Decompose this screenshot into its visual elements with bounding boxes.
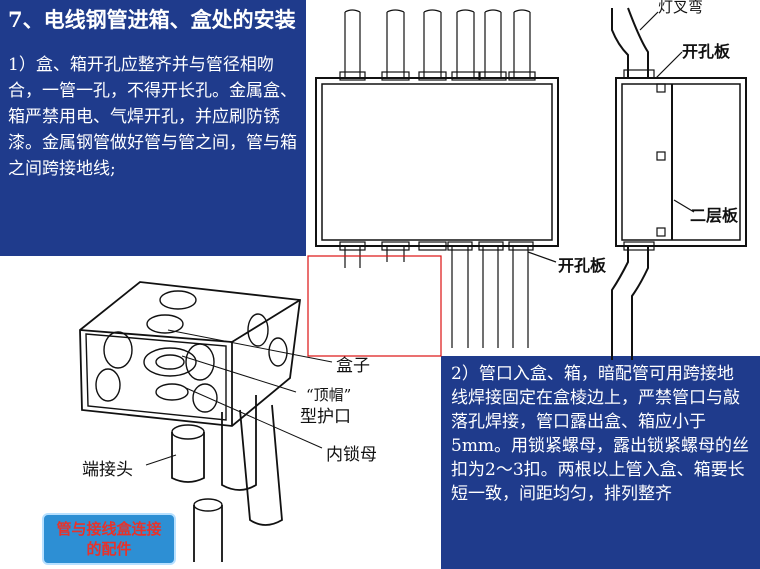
label-lamp-bend: 灯叉弯 [658,0,704,16]
label-second-plate: 二层板 [690,206,739,225]
label-box: 盒子 [336,356,370,376]
point-1-text: 1）盒、箱开孔应整齐并与管径相吻合，一管一孔，不得开长孔。金属盒、箱严禁用电、气… [8,55,297,179]
pipes-top [344,9,531,78]
label-top-cap-guard-2: 型护口 [300,407,351,427]
box-front-view [315,9,559,348]
box-isometric-view [79,281,333,562]
top-text-panel: 7、电线钢管进箱、盒处的安装 1）盒、箱开孔应整齐并与管径相吻合，一管一孔，不得… [0,0,306,256]
caption-fittings: 管与接线盒连接的配件 [42,513,176,565]
lock-nuts [339,71,536,251]
highlight-frame [307,255,442,357]
bottom-text-panel: 2）管口入盒、箱，暗配管可用跨接地线焊接固定在盒棱边上，严禁管口与敲落孔焊接，管… [441,356,760,569]
label-end-connector: 端接头 [82,460,133,480]
label-knockout-plate-top: 开孔板 [682,42,731,61]
label-knockout-plate-bottom: 开孔板 [558,256,607,275]
label-inner-lock-nut: 内锁母 [326,445,377,465]
slide-title: 7、电线钢管进箱、盒处的安装 [8,7,296,32]
label-top-cap-guard-1: “顶帽” [306,386,352,404]
box-side-view [611,7,747,360]
point-2-text: 2）管口入盒、箱，暗配管可用跨接地线焊接固定在盒棱边上，严禁管口与敲落孔焊接，管… [451,364,750,504]
pipes-bottom [344,246,529,348]
